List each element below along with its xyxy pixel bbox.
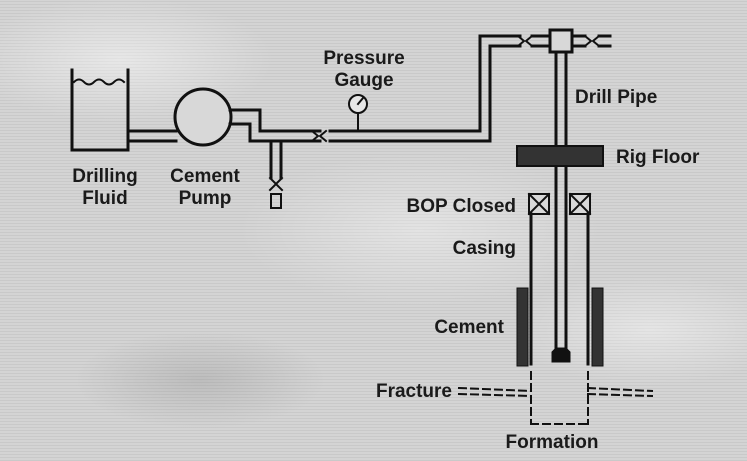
rig-floor (516, 145, 604, 167)
open-hole (530, 371, 589, 425)
bleed-off-branch (268, 139, 284, 209)
cement-pump-label: Cement Pump (155, 166, 255, 210)
pressure-gauge-label-line2: Gauge (334, 70, 394, 91)
pressure-gauge (348, 94, 368, 132)
rig-floor-label: Rig Floor (616, 147, 700, 168)
pump-outlet-pipe (228, 108, 322, 143)
formation-label: Formation (505, 432, 599, 453)
cement-pump (173, 87, 233, 147)
pressure-gauge-label-line1: Pressure (323, 48, 405, 69)
bop-closed (527, 192, 592, 216)
drilling-fluid-label: Drilling Fluid (60, 166, 150, 210)
fracture (457, 386, 654, 398)
casing-label: Casing (452, 238, 516, 259)
cement-label: Cement (434, 317, 504, 338)
cement-pump-label-line2: Pump (178, 188, 232, 209)
drill-pipe-label: Drill Pipe (575, 87, 658, 108)
cement-sheath (516, 287, 604, 367)
casing (529, 212, 590, 366)
drilling-fluid-label-line1: Drilling (72, 166, 138, 187)
cement-pump-label-line1: Cement (170, 166, 240, 187)
top-manifold (516, 28, 612, 54)
main-line-pipe (328, 34, 522, 143)
drilling-fluid-tank (70, 68, 130, 152)
drilling-fluid-label-line2: Fluid (82, 188, 128, 209)
pressure-gauge-label: Pressure Gauge (314, 48, 414, 92)
bop-closed-label: BOP Closed (406, 196, 516, 217)
main-line-valve (310, 129, 328, 143)
fracture-label: Fracture (375, 381, 452, 402)
tank-to-pump-pipe (126, 129, 178, 143)
drill-pipe (551, 50, 571, 363)
